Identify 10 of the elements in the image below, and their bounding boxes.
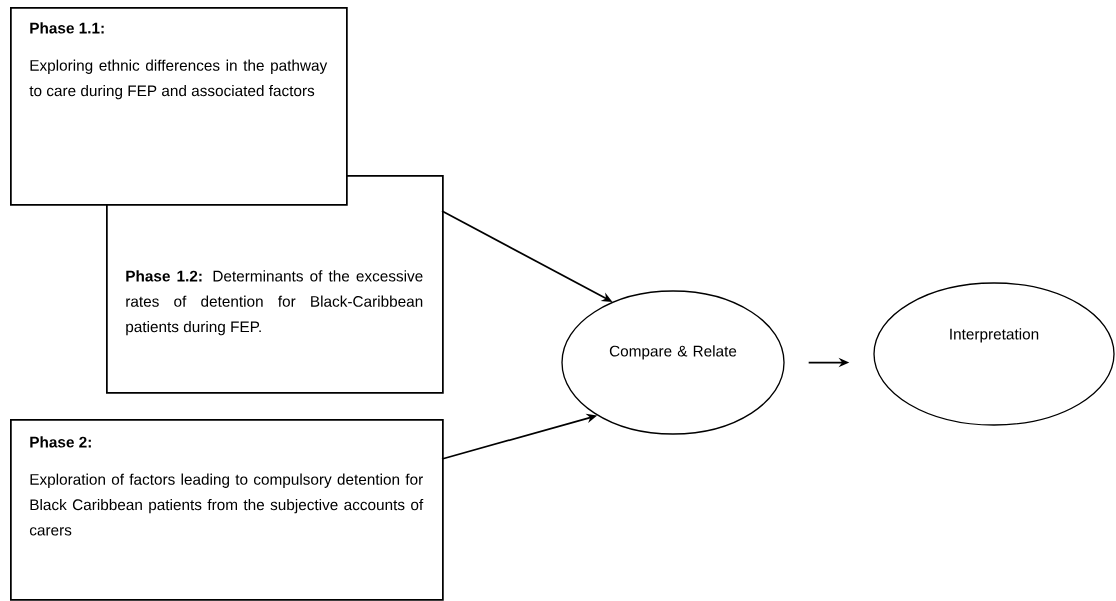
phase-box (106, 175, 444, 394)
ellipse-text: Interpretation (950, 328, 1039, 343)
phase-box (10, 7, 348, 206)
phase-box (10, 419, 444, 601)
ellipse (561, 290, 785, 435)
box-text: Phase 1.2: Determinants of the excessive rates of detention for Black-Caribbean patients during FEP. (126, 270, 423, 336)
box-text: Phase 1.1: Exploring ethnic differences in the pathway to care during FEP and associated factors (29, 22, 328, 100)
box-text: Phase 2: Exploration of factors leading to compulsory detention for Black Caribbean patients from the subjective accounts of carers (29, 436, 424, 536)
ellipse-text: Compare & Relate (609, 345, 737, 360)
ellipse (873, 282, 1115, 426)
